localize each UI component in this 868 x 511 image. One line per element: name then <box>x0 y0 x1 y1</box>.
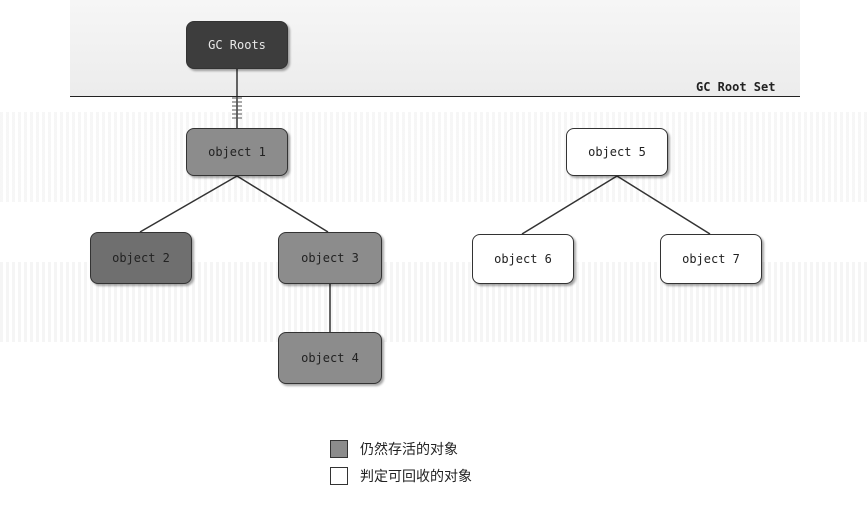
edge-hatch <box>232 97 242 119</box>
edge-object1-object2 <box>139 175 238 233</box>
node-object-5: object 5 <box>566 128 668 176</box>
background-band <box>0 112 868 202</box>
node-gc-roots: GC Roots <box>186 21 288 69</box>
legend-label-dead: 判定可回收的对象 <box>360 468 472 485</box>
node-object-2: object 2 <box>90 232 192 284</box>
legend-label-live: 仍然存活的对象 <box>360 441 458 458</box>
edge-object5-object6 <box>521 175 618 235</box>
edge-object1-object3 <box>236 175 329 233</box>
root-set-boundary <box>70 96 800 97</box>
root-set-label: GC Root Set <box>696 80 776 94</box>
legend-item-dead: 判定可回收的对象 <box>330 462 472 489</box>
edge-object5-object7 <box>616 175 711 235</box>
node-object-7: object 7 <box>660 234 762 284</box>
node-object-1: object 1 <box>186 128 288 176</box>
node-object-6: object 6 <box>472 234 574 284</box>
legend: 仍然存活的对象 判定可回收的对象 <box>330 435 472 489</box>
node-object-4: object 4 <box>278 332 382 384</box>
legend-swatch-dead <box>330 466 348 485</box>
legend-item-live: 仍然存活的对象 <box>330 435 472 462</box>
legend-swatch-live <box>330 439 348 458</box>
node-object-3: object 3 <box>278 232 382 284</box>
